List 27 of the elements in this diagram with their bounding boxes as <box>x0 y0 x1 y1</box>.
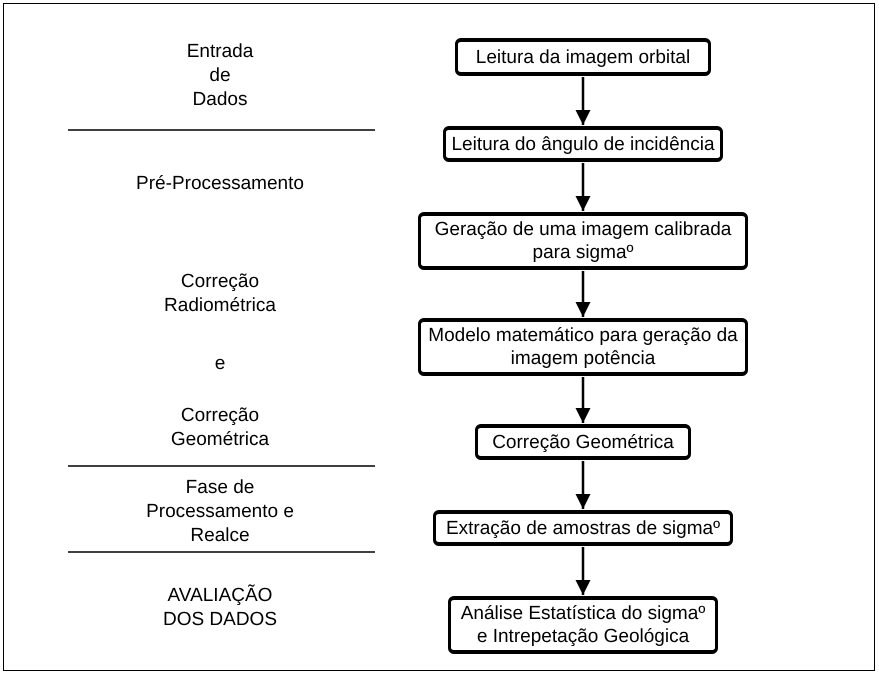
arrow <box>576 547 590 595</box>
box-text: Extração de amostras de sigmaº <box>446 516 720 540</box>
arrow <box>576 377 590 423</box>
stage-label: Fase de Processamento e Realce <box>145 476 295 548</box>
stage-label: Correção Radiométrica <box>163 270 277 318</box>
arrow <box>576 77 590 125</box>
process-box <box>418 212 748 270</box>
process-box <box>443 126 723 162</box>
process-box <box>448 596 718 654</box>
process-box <box>455 38 711 76</box>
stage-label: e <box>214 352 226 376</box>
arrow <box>576 271 590 317</box>
stage-label: AVALIAÇÃO DOS DADOS <box>162 584 278 632</box>
arrow <box>576 461 590 509</box>
arrow <box>576 163 590 211</box>
box-text: Modelo matemático para geração da imagem potência <box>427 324 739 370</box>
process-box <box>433 510 733 546</box>
process-box <box>475 424 691 460</box>
stage-label: Entrada de Dados <box>186 40 254 112</box>
box-text: Geração de uma imagem calibrada para sigmaº <box>434 218 732 264</box>
process-box <box>418 318 748 376</box>
box-text: Correção Geométrica <box>492 430 674 454</box>
box-text: Leitura da imagem orbital <box>476 46 690 68</box>
stage-label: Pré-Processamento <box>135 172 305 196</box>
stage-label: Correção Geométrica <box>170 404 270 452</box>
box-text: Leitura do ângulo de incidência <box>451 132 715 156</box>
box-text: Análise Estatística do sigmaº e Intrepetação Geológica <box>460 602 706 648</box>
